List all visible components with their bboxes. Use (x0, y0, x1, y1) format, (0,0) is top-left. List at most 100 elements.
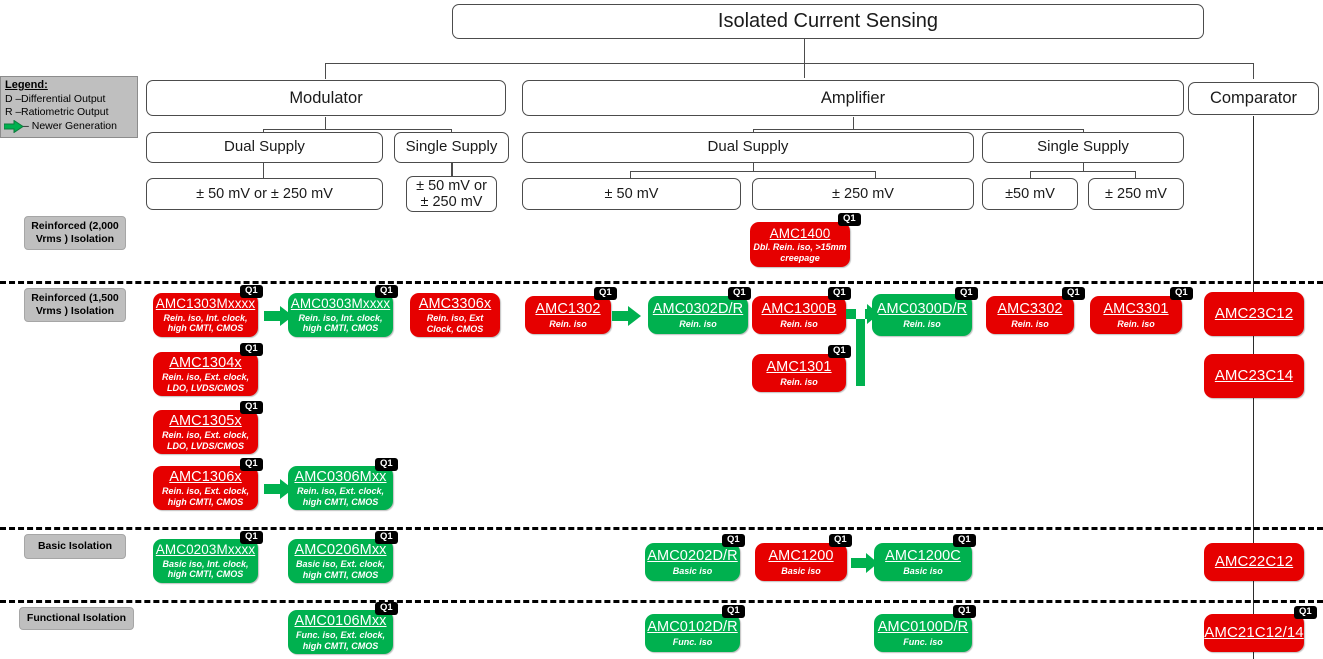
supply-amplifier-dual[interactable]: Dual Supply (522, 132, 974, 163)
badge-q1-amc1304x: Q1 (240, 343, 263, 356)
part-amc1304x[interactable]: AMC1304x Rein. iso, Ext. clock, LDO, LVD… (153, 352, 258, 396)
part-amc0100dr[interactable]: AMC0100D/R Func. iso (874, 614, 972, 652)
part-amc0203mxxxx[interactable]: AMC0203Mxxxx Basic iso, Int. clock, high… (153, 539, 258, 583)
isolation-label-functional: Functional Isolation (19, 607, 134, 630)
part-amc1200c[interactable]: AMC1200C Basic iso (874, 543, 972, 581)
connector-modulator-bus (263, 129, 452, 131)
part-name: AMC23C12 (1214, 305, 1294, 323)
part-amc0106mxx[interactable]: AMC0106Mxx Func. iso, Ext. clock, high C… (288, 610, 393, 654)
root-box[interactable]: Isolated Current Sensing (452, 4, 1204, 39)
part-desc: Rein. iso, Ext. clock, high CMTI, CMOS (296, 486, 385, 507)
badge-q1-amc0303mxxxx: Q1 (375, 285, 398, 298)
part-desc: Rein. iso, Ext Clock, CMOS (426, 313, 484, 334)
badge-q1-amc1306x: Q1 (240, 458, 263, 471)
part-desc: Basic iso, Int. clock, high CMTI, CMOS (162, 558, 249, 580)
legend-label-r: Ratiometric Output (21, 106, 109, 119)
legend-key-d: D – (5, 92, 22, 105)
part-name: AMC21C12/14 (1204, 624, 1304, 642)
range-modulator-single[interactable]: ± 50 mV or ± 250 mV (406, 176, 497, 212)
part-desc: Dbl. Rein. iso, >15mm creepage (753, 242, 847, 263)
part-amc1200[interactable]: AMC1200 Basic iso (755, 543, 847, 581)
part-amc22c12[interactable]: AMC22C12 (1204, 543, 1304, 581)
part-amc0303mxxxx[interactable]: AMC0303Mxxxx Rein. iso, Int. clock, high… (288, 293, 393, 337)
part-amc23c12[interactable]: AMC23C12 (1204, 292, 1304, 336)
legend-label-newer: – Newer Generation (23, 120, 117, 133)
part-name: AMC1400 (769, 225, 831, 241)
connector-amplifier-bus (753, 129, 1084, 131)
part-desc: Rein. iso (903, 318, 941, 329)
part-amc3302[interactable]: AMC3302 Rein. iso (986, 296, 1074, 334)
badge-q1-amc21c12-14: Q1 (1294, 606, 1317, 619)
connector-ampdual-r1 (630, 171, 632, 178)
part-amc3306x[interactable]: AMC3306x Rein. iso, Ext Clock, CMOS (410, 293, 500, 337)
part-desc: Rein. iso, Ext. clock, LDO, LVDS/CMOS (161, 430, 250, 451)
supply-amplifier-single[interactable]: Single Supply (982, 132, 1184, 163)
legend-key-r: R – (5, 106, 22, 119)
part-amc0302dr[interactable]: AMC0302D/R Rein. iso (648, 296, 748, 334)
part-name: AMC1200 (768, 547, 834, 564)
part-desc: Rein. iso (780, 376, 818, 387)
category-comparator[interactable]: Comparator (1188, 82, 1319, 115)
part-name: AMC0202D/R (647, 547, 738, 564)
legend-row-newer-generation: – Newer Generation (4, 119, 137, 134)
badge-q1-amc1400: Q1 (838, 213, 861, 226)
part-name: AMC1305x (169, 412, 242, 429)
part-name: AMC0302D/R (652, 300, 744, 317)
part-desc: Rein. iso, Ext. clock, high CMTI, CMOS (161, 486, 250, 507)
badge-q1-amc1303mxxxx: Q1 (240, 285, 263, 298)
part-name: AMC0100D/R (877, 618, 969, 635)
part-amc1303mxxxx[interactable]: AMC1303Mxxxx Rein. iso, Int. clock, high… (153, 293, 258, 337)
part-desc: Rein. iso (1117, 318, 1155, 329)
upgrade-arrow-1302-to-0302 (612, 305, 642, 332)
isolation-label-reinforced-2000: Reinforced (2,000 Vrms ) Isolation (24, 216, 126, 250)
part-amc0206mxx[interactable]: AMC0206Mxx Basic iso, Ext. clock, high C… (288, 539, 393, 583)
range-amp-single-50mv[interactable]: ±50 mV (982, 178, 1078, 210)
supply-modulator-single[interactable]: Single Supply (394, 132, 509, 163)
badge-q1-amc0106mxx: Q1 (375, 602, 398, 615)
range-amp-dual-250mv[interactable]: ± 250 mV (752, 178, 974, 210)
badge-q1-amc1200: Q1 (829, 534, 852, 547)
part-name: AMC0300D/R (876, 300, 968, 317)
category-modulator[interactable]: Modulator (146, 80, 506, 116)
part-desc: Basic iso (903, 565, 943, 576)
part-amc0102dr[interactable]: AMC0102D/R Func. iso (645, 614, 740, 652)
part-name: AMC1302 (535, 300, 601, 317)
range-amp-dual-50mv[interactable]: ± 50 mV (522, 178, 741, 210)
part-desc: Basic iso, Ext. clock, high CMTI, CMOS (295, 559, 386, 580)
category-amplifier[interactable]: Amplifier (522, 80, 1184, 116)
part-amc1302[interactable]: AMC1302 Rein. iso (525, 296, 611, 334)
part-desc: Rein. iso (1011, 318, 1049, 329)
part-name: AMC1301 (766, 358, 832, 375)
badge-q1-amc0102dr: Q1 (722, 605, 745, 618)
part-amc23c14[interactable]: AMC23C14 (1204, 354, 1304, 398)
part-amc0202dr[interactable]: AMC0202D/R Basic iso (645, 543, 740, 581)
connector-amp-dual-down (753, 129, 755, 134)
part-name: AMC1303Mxxxx (155, 296, 256, 312)
connector-ampdual-r2 (875, 171, 877, 178)
connector-ampsingle-r1 (1030, 171, 1032, 178)
part-amc1300b[interactable]: AMC1300B Rein. iso (752, 296, 846, 334)
part-amc1306x[interactable]: AMC1306x Rein. iso, Ext. clock, high CMT… (153, 466, 258, 510)
upgrade-arrow-1200-to-1200c (851, 552, 879, 579)
badge-q1-amc0302dr: Q1 (728, 287, 751, 300)
part-amc3301[interactable]: AMC3301 Rein. iso (1090, 296, 1182, 334)
separator-functional (0, 600, 1323, 603)
isolation-label-basic: Basic Isolation (24, 534, 126, 559)
part-name: AMC1300B (761, 300, 837, 317)
part-name: AMC3301 (1103, 300, 1169, 317)
part-amc0300dr[interactable]: AMC0300D/R Rein. iso (872, 294, 972, 336)
part-amc0306mxx[interactable]: AMC0306Mxx Rein. iso, Ext. clock, high C… (288, 466, 393, 510)
part-name: AMC1304x (169, 354, 242, 371)
green-arrow-icon (4, 119, 24, 133)
part-amc1400[interactable]: AMC1400 Dbl. Rein. iso, >15mm creepage (750, 222, 850, 267)
range-modulator-dual[interactable]: ± 50 mV or ± 250 mV (146, 178, 383, 210)
part-amc21c12-14[interactable]: AMC21C12/14 (1204, 614, 1304, 652)
range-amp-single-250mv[interactable]: ± 250 mV (1088, 178, 1184, 210)
legend: Legend: D – Differential Output R – Rati… (0, 76, 138, 138)
part-amc1301[interactable]: AMC1301 Rein. iso (752, 354, 846, 392)
badge-q1-amc1302: Q1 (594, 287, 617, 300)
part-amc1305x[interactable]: AMC1305x Rein. iso, Ext. clock, LDO, LVD… (153, 410, 258, 454)
supply-modulator-dual[interactable]: Dual Supply (146, 132, 383, 163)
connector-mod-dual-range (263, 162, 265, 178)
